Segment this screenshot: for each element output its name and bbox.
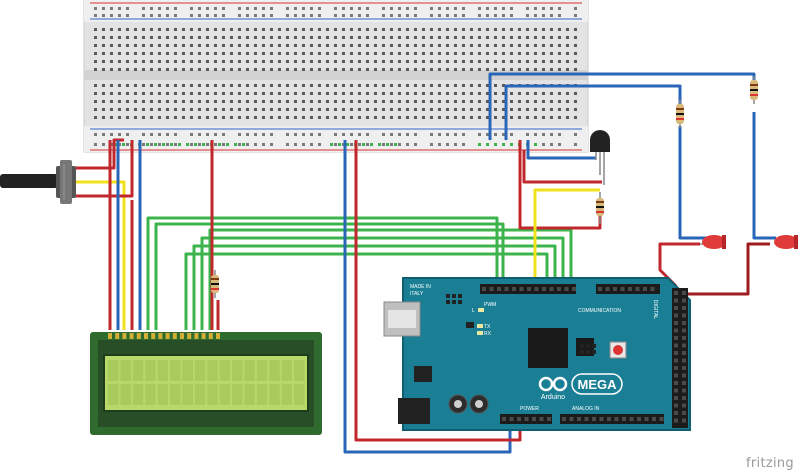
arduino-mega: MEGA Arduino MADE IN ITALY PWM COMMUNICA… bbox=[383, 277, 691, 431]
temperature-sensor bbox=[590, 130, 610, 185]
lcd-pins bbox=[108, 333, 220, 339]
wire-led1-blue-down bbox=[678, 126, 706, 240]
pwm-label: PWM bbox=[484, 302, 496, 308]
resistor-lcd bbox=[211, 270, 219, 298]
breadboard-holes bbox=[94, 7, 577, 146]
communication-label: COMMUNICATION bbox=[578, 308, 621, 314]
l-led-label: L bbox=[472, 308, 475, 314]
wire-pot-red2 bbox=[74, 140, 134, 198]
mega-label: MEGA bbox=[578, 377, 618, 392]
resistor-sensor bbox=[596, 192, 604, 224]
wire-led2-blue-down bbox=[752, 112, 776, 240]
resistor-led-2 bbox=[750, 76, 758, 104]
breadboard bbox=[83, 0, 589, 153]
made-in-label: MADE IN bbox=[410, 284, 431, 290]
wire-sensor-red2 bbox=[522, 150, 602, 184]
wire-sensor-blue bbox=[526, 140, 596, 160]
brand-label: Arduino bbox=[541, 394, 565, 401]
wire-data-4 bbox=[192, 244, 557, 330]
tx-label: TX bbox=[484, 324, 491, 330]
resistor-led-1 bbox=[676, 100, 684, 128]
icsp-header bbox=[446, 294, 596, 354]
wire-sensor-red bbox=[518, 140, 602, 230]
arduino-headers bbox=[480, 284, 688, 428]
wire-data-6 bbox=[208, 228, 573, 330]
wire-led2-red bbox=[680, 242, 770, 296]
arduino-logo bbox=[538, 376, 568, 392]
digital-label: DIGITAL bbox=[652, 300, 658, 319]
wire-sensor-yellow bbox=[533, 188, 600, 290]
power-label: POWER bbox=[520, 406, 539, 412]
led-2 bbox=[774, 235, 798, 249]
wire-data-5 bbox=[200, 236, 565, 330]
led-1 bbox=[700, 235, 726, 249]
wire-data-2 bbox=[154, 222, 505, 330]
wire-gnd-blue bbox=[343, 140, 512, 454]
analog-in-label: ANALOG IN bbox=[572, 406, 600, 412]
wire-pot-yellow bbox=[74, 180, 126, 330]
fritzing-watermark: fritzing bbox=[746, 456, 794, 471]
wire-led2-blue bbox=[504, 84, 682, 140]
rx-label: RX bbox=[484, 331, 492, 337]
wire-data-3 bbox=[184, 252, 549, 330]
microcontroller-chip bbox=[528, 328, 568, 368]
country-label: ITALY bbox=[410, 291, 424, 297]
wires bbox=[74, 72, 776, 454]
power-jack[interactable] bbox=[398, 398, 430, 424]
lcd-character-cells bbox=[108, 360, 305, 405]
potentiometer[interactable] bbox=[0, 160, 76, 204]
lcd-16x2 bbox=[90, 332, 322, 435]
